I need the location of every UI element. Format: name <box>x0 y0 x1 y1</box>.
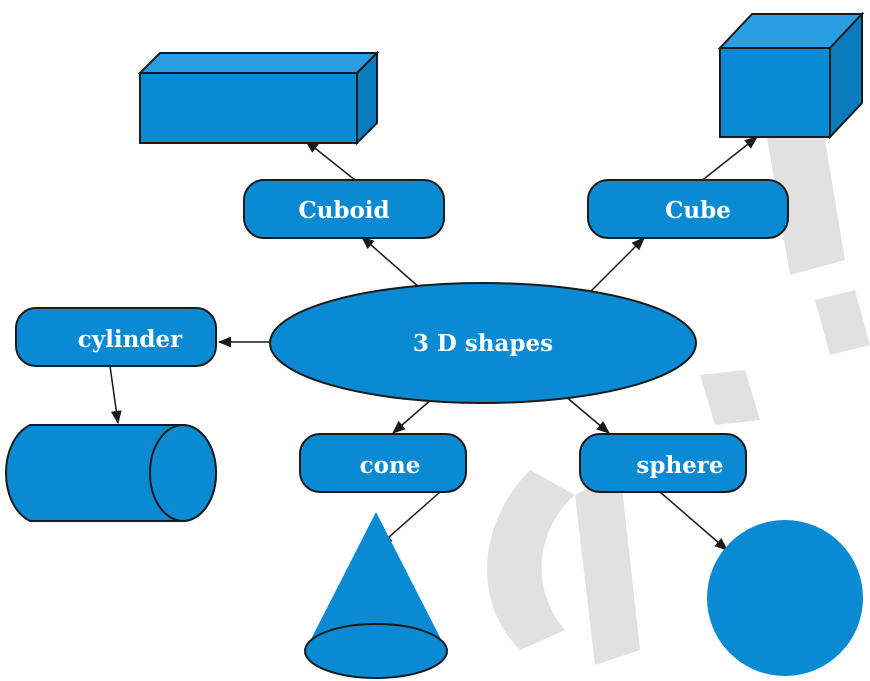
node-cuboid: Cuboid <box>243 179 445 239</box>
node-cylinder-label: cylinder <box>78 326 183 353</box>
arrow-center-to-cone <box>391 397 434 434</box>
center-label: 3 D shapes <box>413 330 553 357</box>
arrow-center-to-cuboid <box>360 236 421 289</box>
arrow-center-to-cube <box>589 237 645 293</box>
arrow-cuboid-to-cuboid-shape <box>304 140 356 181</box>
node-cuboid-label: Cuboid <box>298 197 389 224</box>
center-node: 3 D shapes <box>269 282 697 404</box>
node-cone-label: cone <box>360 452 421 479</box>
arrow-sphere-to-sphere-shape <box>659 491 729 551</box>
arrow-center-to-sphere <box>564 395 611 434</box>
arrow-cylinder-to-cylinder-shape <box>109 365 122 425</box>
cylinder-shape <box>5 424 217 522</box>
node-cube-label: Cube <box>665 197 731 224</box>
node-sphere: sphere <box>579 433 747 493</box>
sphere-shape <box>707 520 863 676</box>
node-cone: cone <box>299 433 467 493</box>
cuboid-shape <box>137 50 380 146</box>
cube-shape <box>717 11 865 140</box>
arrow-cone-to-cone-shape <box>378 491 441 546</box>
node-sphere-label: sphere <box>636 452 723 479</box>
cone-shape <box>304 512 448 679</box>
edges <box>109 136 759 551</box>
arrow-cube-to-cube-shape <box>699 136 759 183</box>
node-cube: Cube <box>587 179 789 239</box>
node-cylinder: cylinder <box>15 307 217 367</box>
